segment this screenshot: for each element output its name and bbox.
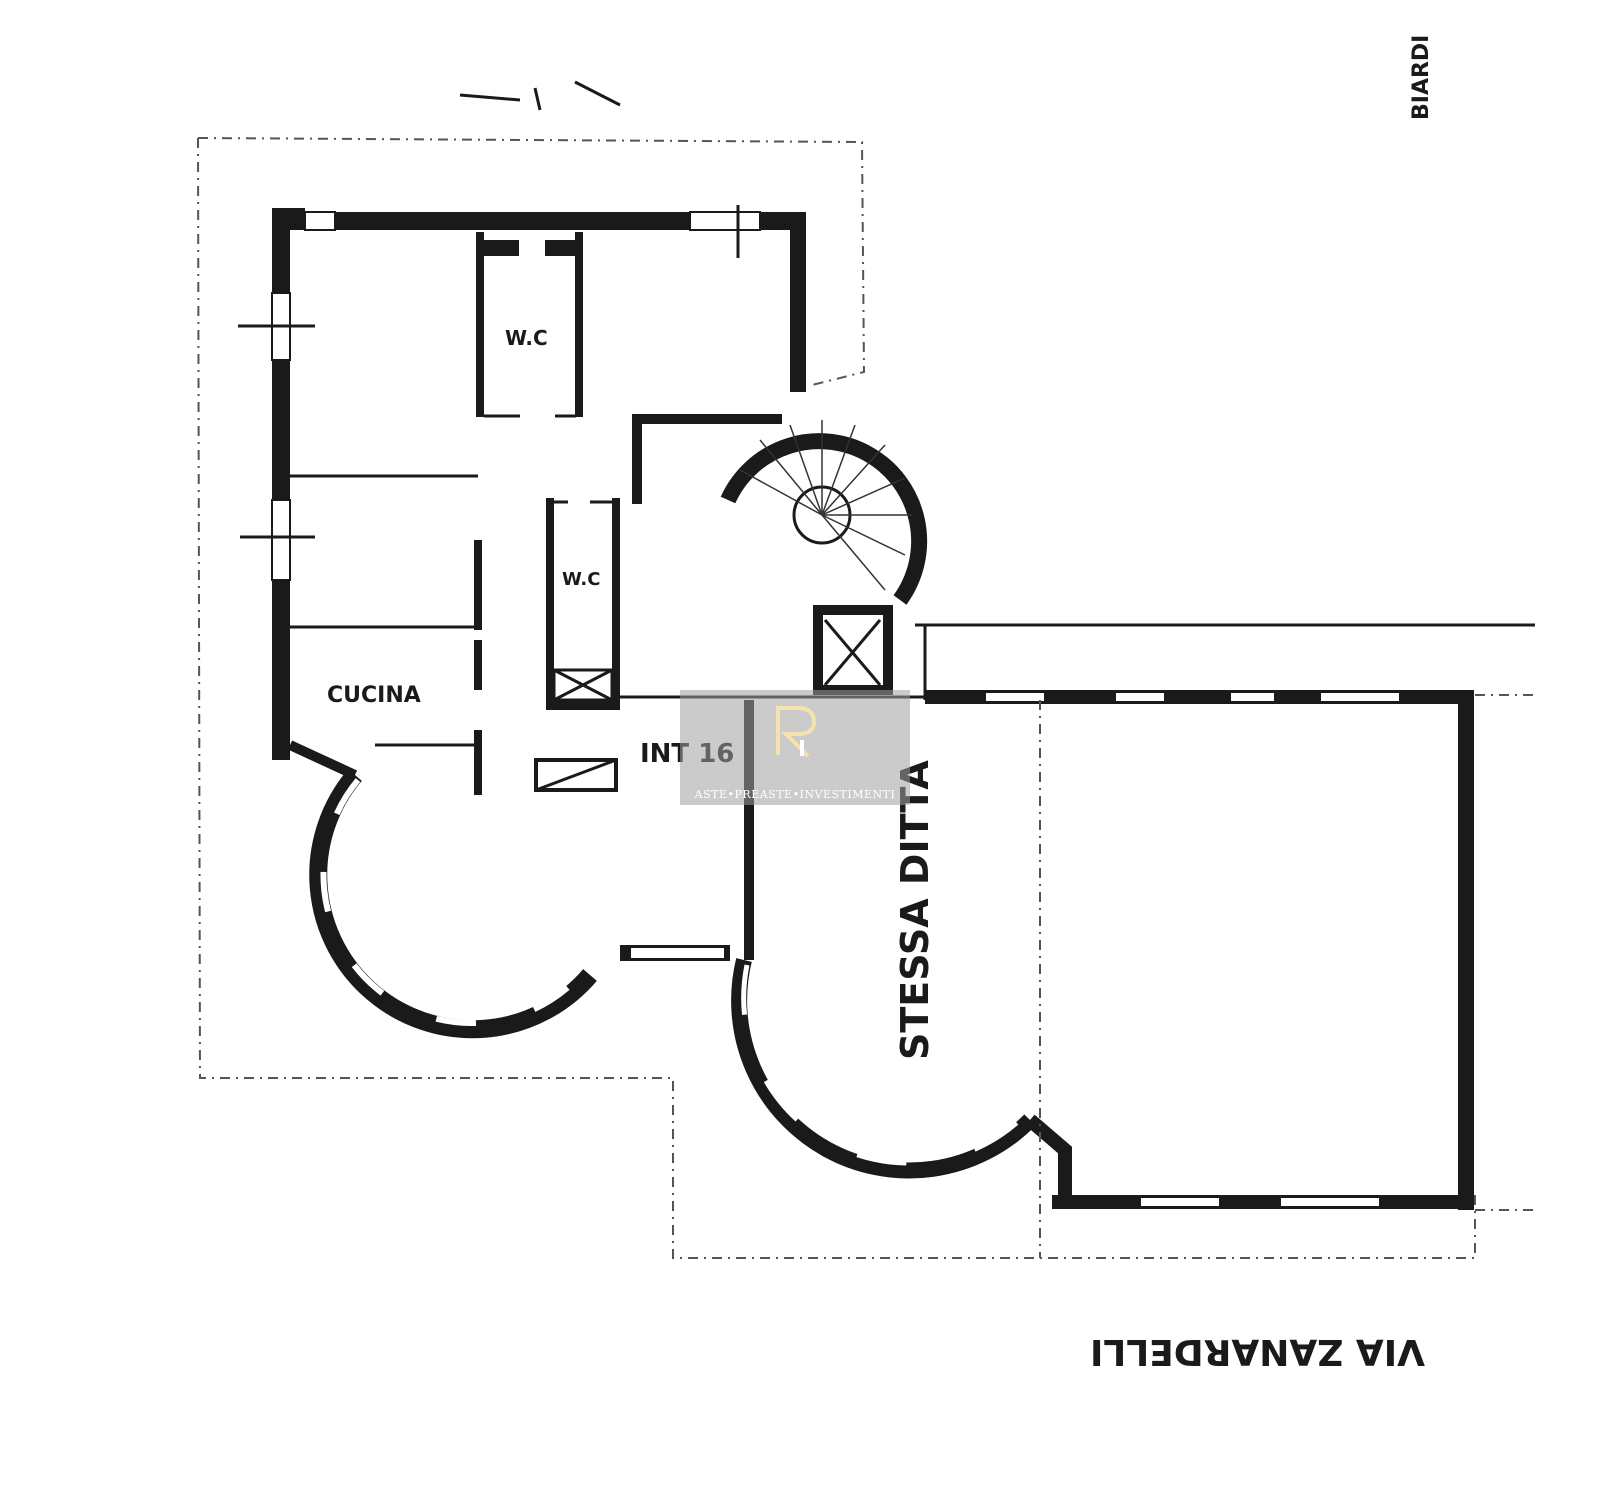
kitchen-corner <box>287 740 358 780</box>
wc-upper-wall-left <box>476 232 484 417</box>
living-bow-window <box>320 778 588 1026</box>
watermark: ASTE•PREASTE•INVESTIMENTI <box>680 690 910 805</box>
label-same-owner: STESSA DITTA <box>893 760 937 1060</box>
wall-east-upper <box>790 212 806 392</box>
partition-vertical-mid <box>474 540 482 630</box>
wc-lower-bottom <box>546 700 620 710</box>
r-monogram-logo-icon <box>776 706 817 758</box>
adj-bow-wall <box>731 958 1036 1179</box>
label-kitchen: CUCINA <box>327 683 421 708</box>
window-north-left <box>304 211 336 231</box>
label-wc-lower: W.C <box>562 569 600 590</box>
wall-west-mid <box>272 360 290 500</box>
watermark-text: ASTE•PREASTE•INVESTIMENTI <box>694 788 896 801</box>
spiral-stair-outer <box>720 433 928 605</box>
wall-north <box>335 212 690 230</box>
wall-west-lower <box>272 580 290 760</box>
label-street: VIA ZANARDELLI <box>1090 1331 1425 1372</box>
window-north-right <box>689 205 761 258</box>
living-window-south <box>629 946 726 960</box>
label-top-right: BIARDI <box>1409 35 1434 120</box>
wall-west-upper <box>272 208 290 293</box>
lot-boundary <box>197 137 1476 1259</box>
wc-upper-top-r <box>545 240 575 256</box>
sketch-marks <box>459 80 621 111</box>
adj-wall-south <box>1052 1195 1472 1209</box>
adj-windows-north <box>984 691 1401 703</box>
shaft-lower <box>552 668 614 702</box>
wc-lower-wall-right <box>612 498 620 708</box>
window-west-mid <box>240 499 315 581</box>
living-bow-wall <box>309 769 597 1039</box>
partition-vertical-kitchen <box>474 640 482 690</box>
stair-hall-wall-top <box>632 414 782 424</box>
wc-upper-wall-right <box>575 232 583 417</box>
partition-vertical-kitchen-low <box>474 730 482 795</box>
shaft-kitchen <box>534 758 618 792</box>
wc-upper-top <box>484 240 519 256</box>
shaft-stair <box>813 605 893 695</box>
stair-hall-wall-left <box>632 414 642 504</box>
wc-lower-wall-left <box>546 498 554 708</box>
adj-wall-east <box>1458 690 1474 1210</box>
divider-wall <box>744 700 754 960</box>
adj-bow-window <box>741 964 1027 1166</box>
adj-windows-south <box>1139 1196 1381 1208</box>
window-west-upper <box>238 292 315 361</box>
label-wc-upper: W.C <box>505 326 548 350</box>
adj-corner <box>1025 1114 1072 1200</box>
spiral-stair-treads <box>739 420 912 591</box>
